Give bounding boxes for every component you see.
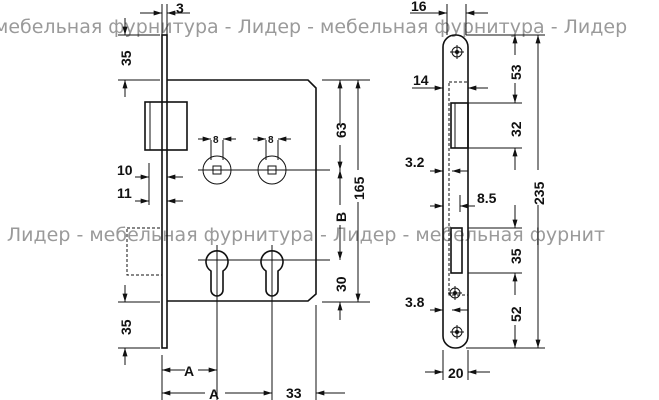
watermark-line-2: - Лидер - мебельная фурнитура - Лидер - … [0,224,605,246]
dim-33: 33 [286,385,302,400]
bolt-opening [450,227,463,274]
dim-14: 14 [413,72,429,88]
dim-11: 11 [117,185,132,201]
dim-20: 20 [448,365,464,381]
dim-32: 32 [508,121,524,137]
dim-35-bottom: 35 [118,319,134,335]
dim-35-top: 35 [118,50,134,66]
screw-icon [450,325,464,339]
latch-opening [450,102,469,149]
dim-b: B [333,212,349,222]
cylinder-holes [198,245,330,400]
dim-16: 16 [411,0,427,14]
watermark-line-1: мебельная фурнитура - Лидер - мебельная … [0,16,627,38]
dim-53: 53 [508,64,524,80]
dim-8-5: 8.5 [477,190,497,206]
side-view: 16 14 3.2 8.5 3.8 20 53 32 35 52 235 [405,0,547,381]
dim-8-left: 8 [213,135,219,146]
lock-body [167,79,317,302]
screw-icon [450,45,464,59]
dim-165: 165 [351,176,367,200]
front-view: 3 35 8 8 10 11 35 A A 33 63 B 30 165 [117,0,370,400]
faceplate [161,34,168,349]
dim-63: 63 [333,122,349,138]
latch-bolt [144,101,188,151]
spindle-holes [198,155,330,185]
deadbolt-dashed [126,227,163,276]
dim-52: 52 [508,306,524,322]
dim-3-2: 3.2 [405,154,425,170]
dim-a-1: A [184,363,194,379]
dim-235: 235 [531,181,547,205]
dim-10: 10 [117,162,133,178]
dim-35-side: 35 [508,248,524,264]
dim-8-right: 8 [268,135,274,146]
screw-icon [448,286,462,300]
dim-3: 3 [176,0,184,16]
dim-3-8: 3.8 [405,294,425,310]
dim-30: 30 [333,276,349,292]
dim-a-2: A [209,386,219,400]
faceplate-front [442,34,469,349]
